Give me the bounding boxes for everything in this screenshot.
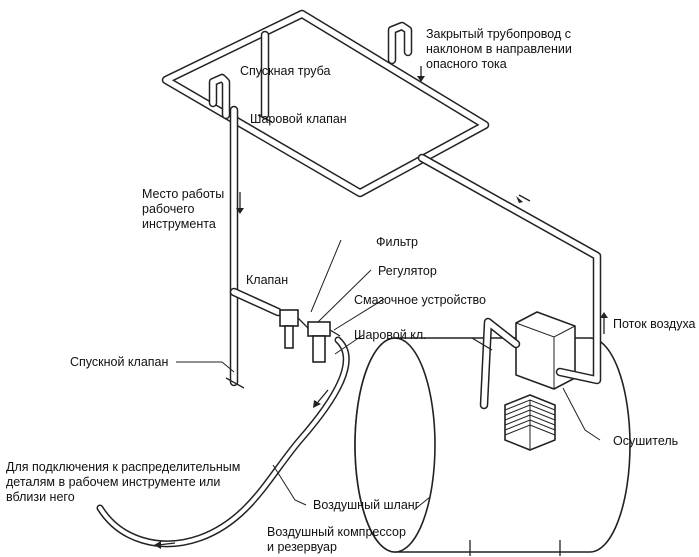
compressor-unit (504, 394, 556, 451)
label-regulator: Регулятор (378, 264, 437, 278)
frl-unit (279, 309, 341, 363)
air-receiver-tank (354, 337, 631, 556)
air-hose (96, 336, 350, 548)
label-dryer: Осушитель (613, 434, 679, 448)
label-closed-pipeline: Закрытый трубопровод с наклоном в направ… (426, 27, 572, 71)
label-filter: Фильтр (376, 235, 418, 249)
label-drain-pipe: Спускная труба (240, 64, 331, 78)
pipework (161, 9, 602, 410)
label-air-flow: Поток воздуха (613, 317, 696, 331)
label-air-hose: Воздушный шланг (313, 498, 420, 512)
label-ball-valve-top: Шаровой клапан (250, 112, 347, 126)
label-valve: Клапан (246, 273, 289, 287)
label-drain-valve: Спускной клапан (70, 355, 169, 369)
label-ball-valve-short: Шаровой кл. (354, 328, 427, 342)
leader-lines (176, 239, 601, 511)
label-compressor: Воздушный компрессор и резервуар (267, 525, 406, 554)
flow-arrow-icon (154, 66, 608, 549)
label-work-place: Место работы рабочего инструмента (142, 187, 225, 231)
ball-valve-markers (225, 114, 493, 389)
label-lubricator: Смазочное устройство (354, 293, 486, 307)
label-connection-note: Для подключения к распределительным дета… (6, 460, 241, 504)
